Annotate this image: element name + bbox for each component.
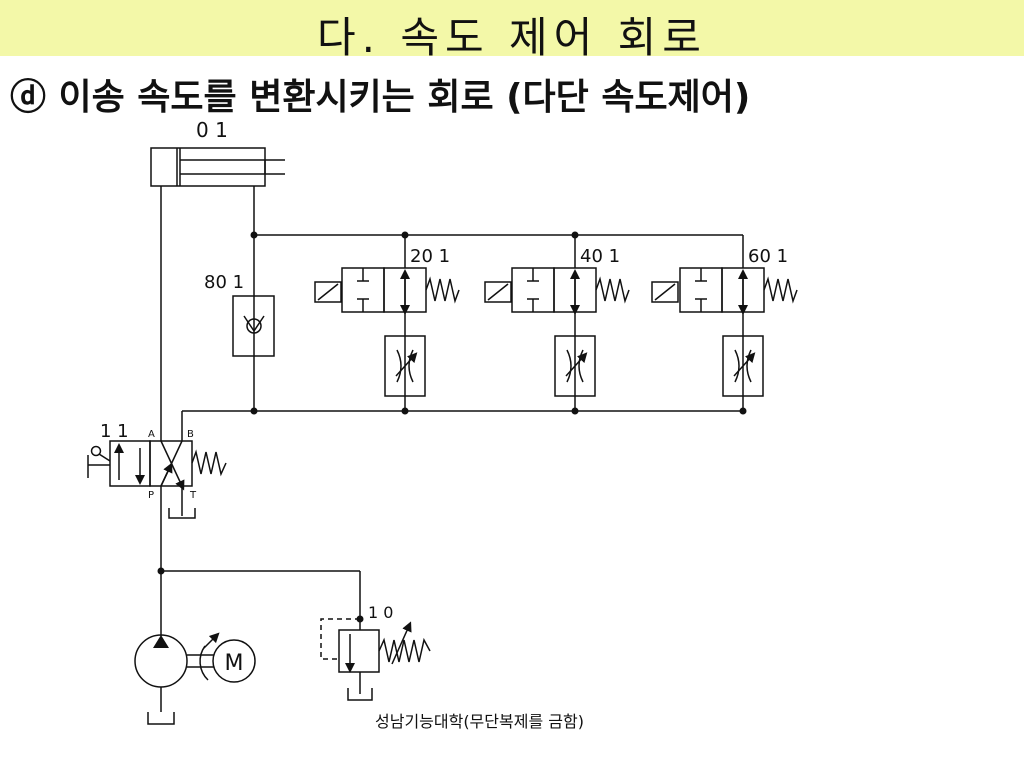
solenoid-valve-1 — [314, 267, 460, 315]
port-label-b: B — [187, 429, 194, 440]
tank-valve — [168, 486, 196, 519]
hydraulic-cylinder — [150, 147, 285, 187]
page-title: 다. 속도 제어 회로 — [317, 13, 707, 62]
junction-dots — [157, 231, 747, 623]
flow-control-valve-1 — [384, 335, 426, 397]
relief-valve — [320, 618, 431, 701]
electric-motor — [212, 639, 256, 683]
solenoid-valve-3 — [651, 267, 798, 315]
port-label-a: A — [148, 429, 155, 440]
title-bar: 다. 속도 제어 회로 — [0, 0, 1024, 62]
flow-control-valve-3 — [722, 335, 764, 397]
solenoid-valve-2-label: 40 1 — [580, 246, 620, 267]
page-subtitle: ⓓ 이송 속도를 변환시키는 회로 (다단 속도제어) — [10, 77, 751, 118]
directional-control-valve — [87, 440, 227, 491]
cylinder-label: 0 1 — [196, 118, 228, 142]
directional-valve-label: 1 1 — [100, 421, 129, 442]
motor-label: M — [225, 651, 244, 676]
port-label-p: P — [148, 490, 154, 501]
footer-credit: 성남기능대학(무단복제를 금함) — [375, 712, 584, 731]
solenoid-valve-2 — [484, 267, 630, 315]
pipelines — [160, 186, 744, 636]
hydraulic-pump — [134, 632, 220, 725]
relief-valve-label: 1 0 — [368, 603, 393, 622]
check-valve — [232, 295, 275, 357]
flow-control-valve-2 — [554, 335, 596, 397]
port-label-t: T — [189, 490, 197, 501]
solenoid-valve-1-label: 20 1 — [410, 246, 450, 267]
solenoid-valve-3-label: 60 1 — [748, 246, 788, 267]
check-valve-label: 80 1 — [204, 272, 244, 293]
